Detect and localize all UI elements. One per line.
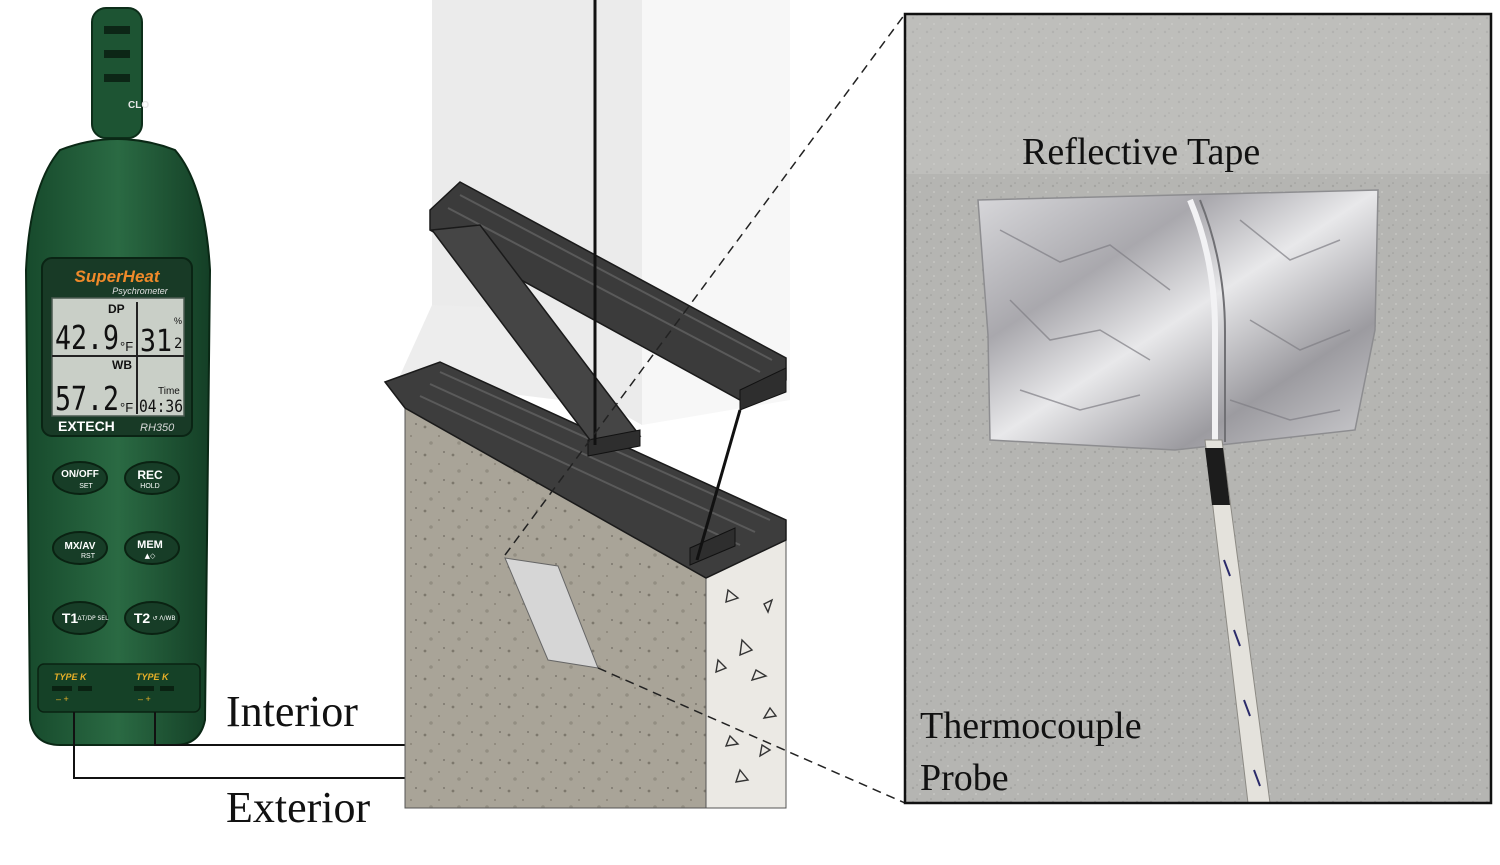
- reflective-tape-photo: [977, 189, 1379, 451]
- on-off-button[interactable]: ON/OFF SET: [52, 461, 108, 495]
- lcd-wb-label: WB: [112, 358, 132, 372]
- probe-braid-marks: [1223, 559, 1261, 787]
- frame-groove: [429, 383, 756, 533]
- t1-sub: ΔT/DP SEL: [78, 615, 110, 622]
- thermocouple-probe-label: Thermocouple Probe: [920, 700, 1142, 804]
- foil-seam: [1187, 198, 1218, 440]
- photo-shade-top: [905, 14, 1491, 174]
- lcd-time-value: 04:36: [139, 397, 183, 417]
- lcd-wb-unit: °F: [120, 400, 133, 415]
- meter-sensor-vent: [104, 50, 130, 58]
- port1-label: TYPE K: [54, 672, 88, 682]
- meter-port-panel: [37, 663, 201, 713]
- port1-polarity: – +: [56, 694, 69, 704]
- mem-label: MEM: [137, 539, 163, 551]
- exterior-label: Exterior: [226, 783, 371, 832]
- probe-black-sleeve: [1205, 448, 1230, 505]
- probe-label-line2: Probe: [920, 757, 1009, 799]
- wall-section-diagram: [383, 0, 790, 809]
- on-off-sub: SET: [79, 483, 93, 490]
- rec-button[interactable]: REC HOLD: [124, 461, 180, 495]
- sensor-photo-inset: [903, 12, 1493, 805]
- meter-model: RH350: [140, 422, 175, 434]
- mx-av-sub: RST: [81, 553, 96, 560]
- lcd-rh-digit: 2: [174, 336, 182, 352]
- interior-probe-wire: [154, 712, 405, 746]
- frame-lip: [587, 429, 641, 457]
- port2-socket: [160, 686, 174, 691]
- zoom-line-top: [504, 13, 906, 556]
- probe-label-line1: Thermocouple: [920, 705, 1142, 747]
- frame-rod: [695, 409, 742, 561]
- frame-lip: [739, 367, 787, 411]
- psychrometer-meter: CLO SuperHeat Psychrometer DP 42.9 °F 31…: [24, 7, 212, 746]
- meter-brand: EXTECH: [58, 418, 115, 434]
- meter-body: [24, 138, 212, 746]
- reflective-tape-label: Reflective Tape: [1022, 131, 1261, 173]
- meter-model-subtitle: Psychrometer: [112, 286, 169, 296]
- t2-label: T2: [134, 610, 151, 626]
- frame-groove: [447, 207, 761, 373]
- interior-label: Interior: [226, 687, 358, 736]
- t2-sub: ↺ Λ/WB: [152, 615, 175, 622]
- frame-lip: [689, 527, 736, 566]
- t2-button[interactable]: T2 ↺ Λ/WB: [124, 601, 180, 635]
- window-frame-bottom: [383, 361, 787, 579]
- lcd-dp-value: 42.9: [55, 318, 119, 357]
- t1-label: T1: [62, 610, 79, 626]
- meter-brand-script: SuperHeat: [74, 267, 160, 286]
- rec-sub: HOLD: [140, 483, 159, 490]
- aggregate-marks: [715, 588, 778, 783]
- t1-button[interactable]: T1 ΔT/DP SEL: [52, 601, 110, 635]
- foil-seam-shadow: [1199, 199, 1226, 442]
- port2-socket: [134, 686, 154, 691]
- mem-button[interactable]: MEM ▲◇: [124, 531, 180, 565]
- port1-socket: [52, 686, 72, 691]
- lcd-rh-unit: %: [174, 316, 182, 326]
- mem-sub: ▲◇: [145, 552, 156, 560]
- port1-socket: [78, 686, 92, 691]
- photo-frame: [903, 12, 1493, 805]
- mx-av-label: MX/AV: [65, 541, 96, 552]
- lcd-rh-value: 31: [140, 324, 172, 359]
- lcd-time-label: Time: [158, 386, 180, 397]
- port2-label: TYPE K: [136, 672, 170, 682]
- lcd-wb-value: 57.2: [55, 379, 119, 418]
- frame-groove: [459, 194, 773, 361]
- lcd-dp-unit: °F: [120, 339, 133, 354]
- meter-top-label: CLO: [128, 100, 149, 111]
- lcd-dp-label: DP: [108, 302, 125, 316]
- foil-wrinkles: [999, 219, 1351, 421]
- meter-sensor-vent: [104, 26, 130, 34]
- on-off-label: ON/OFF: [61, 469, 99, 480]
- rec-label: REC: [137, 468, 163, 482]
- zoom-line-bottom: [597, 667, 906, 804]
- mx-av-button[interactable]: MX/AV RST: [52, 531, 108, 565]
- port2-polarity: – +: [138, 694, 151, 704]
- frame-groove: [419, 395, 741, 546]
- meter-sensor-vent: [104, 74, 130, 82]
